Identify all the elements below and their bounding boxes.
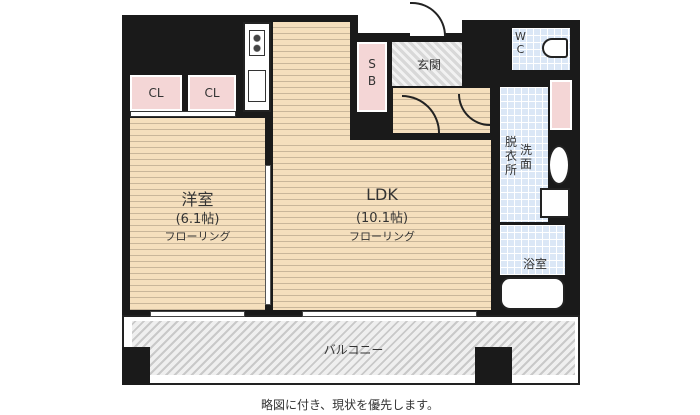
room-name: LDK: [366, 185, 398, 204]
room-floor: フローリング: [349, 230, 415, 243]
shoe-box: S B: [357, 42, 387, 112]
washbasin-icon: [548, 145, 570, 185]
sink-icon: [248, 70, 266, 102]
closet-label: CL: [148, 86, 164, 100]
washroom-label: 脱 衣 所: [505, 135, 518, 177]
balcony-label: バルコニー: [323, 343, 384, 357]
washing-machine-icon: [540, 188, 570, 218]
pillar: [475, 347, 512, 385]
ldk-room: LDK (10.1帖) フローリング: [273, 140, 491, 310]
room-size: (10.1帖): [355, 211, 409, 226]
wc: W C: [512, 28, 570, 70]
stove-icon: [249, 30, 265, 56]
toilet-icon: [542, 38, 568, 58]
bathtub-icon: [500, 277, 565, 310]
bathroom-label: 浴室: [523, 257, 548, 271]
pillar: [122, 347, 150, 385]
closet-2: CL: [188, 75, 236, 111]
entrance-door: [410, 2, 446, 36]
washroom: 脱 衣 所 洗 面: [500, 87, 548, 222]
closet-doors: [130, 111, 236, 117]
window: [302, 311, 477, 317]
room-name: 洋室: [181, 190, 214, 209]
wc-label: W C: [515, 30, 526, 56]
kitchen-counter: [243, 22, 271, 112]
room-size: (6.1帖): [175, 212, 220, 227]
sliding-door: [265, 165, 271, 305]
western-room: 洋室 (6.1帖) フローリング: [130, 118, 265, 310]
bathroom: 浴室: [500, 225, 565, 275]
closet-1: CL: [130, 75, 182, 111]
caption: 略図に付き、現状を優先します。: [261, 398, 439, 412]
window: [150, 311, 245, 317]
washroom-label: 洗 面: [520, 143, 533, 171]
storage: [550, 80, 572, 130]
closet-label: CL: [204, 86, 220, 100]
entrance-label: 玄関: [417, 58, 442, 72]
entrance: 玄関: [392, 42, 462, 86]
ldk-room: [273, 22, 350, 142]
room-floor: フローリング: [164, 230, 231, 243]
shoe-box-label: S B: [367, 57, 377, 88]
